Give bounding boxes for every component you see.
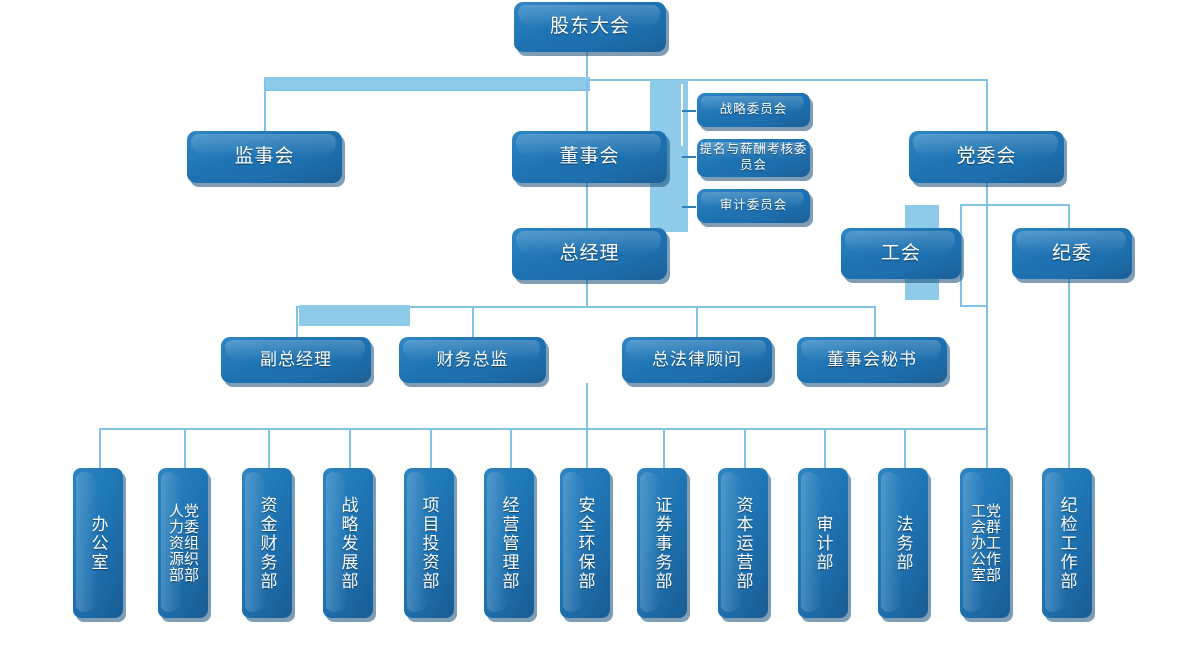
dept-box-7[interactable]: 安全环保部 <box>560 468 610 618</box>
node-supervisory-board[interactable]: 监事会 <box>187 131 342 183</box>
node-label: 总法律顾问 <box>652 350 742 370</box>
connector-drop-board <box>586 79 588 131</box>
connector-party-spine <box>986 183 988 467</box>
dept-label: 战略发展部 <box>338 495 358 591</box>
dept-label-secondary: 人力资源部 <box>167 503 184 583</box>
connector-drop-legal <box>696 306 698 337</box>
node-label: 副总经理 <box>260 350 332 370</box>
node-label: 财务总监 <box>436 350 509 370</box>
connector-band-exec <box>299 305 410 326</box>
connector-stub-strategy <box>682 110 696 112</box>
connector-drop-secretary <box>874 306 876 337</box>
dept-box-13[interactable]: 纪检工作部 <box>1042 468 1092 618</box>
connector-drop-dept-8 <box>663 428 665 468</box>
connector-gm-spine <box>586 280 588 307</box>
connector-drop-dept-11 <box>904 428 906 468</box>
connector-drop-dept-10 <box>824 428 826 468</box>
node-label: 总经理 <box>559 243 620 265</box>
connector-union-elbow-bottom <box>960 305 988 307</box>
connector-bus-level2-right <box>586 79 988 81</box>
connector-discipline-to-dept <box>1068 279 1070 469</box>
dept-label: 经营管理部 <box>499 495 519 591</box>
node-board-secretary[interactable]: 董事会秘书 <box>797 337 947 383</box>
connector-stub-audit <box>682 206 696 208</box>
dept-box-4[interactable]: 战略发展部 <box>323 468 373 618</box>
dept-box-12[interactable]: 党群工作部 工会办公室 <box>960 468 1010 618</box>
connector-drop-deputy-gm <box>296 306 298 337</box>
node-general-manager[interactable]: 总经理 <box>512 228 667 280</box>
node-party-committee[interactable]: 党委会 <box>909 131 1064 183</box>
dept-label: 审计部 <box>813 514 833 572</box>
connector-party-to-discipline <box>961 204 1070 206</box>
connector-band-level2 <box>264 77 590 91</box>
node-committee-nomination-compensation[interactable]: 提名与薪酬考核委员会 <box>697 139 810 177</box>
connector-drop-party <box>986 79 988 131</box>
dept-label: 法务部 <box>893 514 913 572</box>
dept-label-secondary: 工会办公室 <box>969 503 986 583</box>
dept-box-5[interactable]: 项目投资部 <box>404 468 454 618</box>
connector-drop-dept-2 <box>184 428 186 468</box>
connector-drop-dept-3 <box>268 428 270 468</box>
connector-drop-dept-6 <box>510 428 512 468</box>
dept-label: 安全环保部 <box>575 495 595 591</box>
dept-label: 资本运营部 <box>733 495 753 591</box>
node-label: 董事会 <box>559 146 620 168</box>
dept-label: 办公室 <box>88 514 108 572</box>
connector-drop-dept-5 <box>430 428 432 468</box>
node-label: 监事会 <box>234 146 295 168</box>
connector-drop-cfo <box>472 306 474 337</box>
node-label: 提名与薪酬考核委员会 <box>699 142 808 172</box>
node-shareholders-meeting[interactable]: 股东大会 <box>514 2 666 52</box>
connector-union-left-edge <box>960 204 962 306</box>
connector-union-elbow-top <box>960 204 988 206</box>
connector-drop-supervisory <box>264 79 266 131</box>
dept-box-8[interactable]: 证券事务部 <box>637 468 687 618</box>
dept-box-11[interactable]: 法务部 <box>878 468 928 618</box>
connector-drop-dept-9 <box>744 428 746 468</box>
dept-label: 纪检工作部 <box>1057 495 1077 591</box>
dept-box-1[interactable]: 办公室 <box>73 468 123 618</box>
dept-box-10[interactable]: 审计部 <box>798 468 848 618</box>
node-committee-audit[interactable]: 审计委员会 <box>697 189 810 223</box>
connector-board-to-gm <box>586 183 588 228</box>
node-label: 股东大会 <box>549 16 630 38</box>
connector-drop-dept-1 <box>99 428 101 468</box>
dept-box-3[interactable]: 资金财务部 <box>242 468 292 618</box>
node-discipline-committee[interactable]: 纪委 <box>1012 228 1132 279</box>
connector-shareholders-stem <box>586 52 588 80</box>
node-label: 审计委员会 <box>719 198 788 213</box>
connector-drop-dept-7 <box>586 428 588 468</box>
dept-label: 党群工作部 <box>984 503 1001 583</box>
node-committee-strategy[interactable]: 战略委员会 <box>697 93 810 127</box>
connector-stub-nomination <box>682 156 696 158</box>
connector-drop-dept-12 <box>986 428 988 468</box>
node-deputy-general-manager[interactable]: 副总经理 <box>221 337 371 383</box>
node-general-counsel[interactable]: 总法律顾问 <box>622 337 772 383</box>
node-cfo[interactable]: 财务总监 <box>399 337 546 383</box>
dept-box-6[interactable]: 经营管理部 <box>484 468 534 618</box>
dept-label: 资金财务部 <box>257 495 277 591</box>
connector-discipline-drop <box>1068 204 1070 228</box>
node-label: 董事会秘书 <box>827 350 917 370</box>
connector-committee-guide <box>681 84 683 146</box>
node-label: 工会 <box>880 242 921 264</box>
connector-gm-to-dept-spine <box>586 383 588 429</box>
dept-label: 项目投资部 <box>419 495 439 591</box>
connector-bus-level2-left <box>265 89 590 91</box>
connector-exec-bus <box>296 306 876 308</box>
connector-drop-dept-4 <box>349 428 351 468</box>
dept-label: 党委组织部 <box>182 503 199 583</box>
node-labor-union[interactable]: 工会 <box>841 228 961 279</box>
node-label: 纪委 <box>1051 242 1092 264</box>
dept-box-2[interactable]: 党委组织部 人力资源部 <box>158 468 208 618</box>
connector-dept-bus <box>99 428 987 430</box>
node-board-of-directors[interactable]: 董事会 <box>512 131 667 183</box>
dept-label: 证券事务部 <box>652 495 672 591</box>
node-label: 党委会 <box>956 146 1017 168</box>
node-label: 战略委员会 <box>719 102 788 117</box>
dept-box-9[interactable]: 资本运营部 <box>718 468 768 618</box>
